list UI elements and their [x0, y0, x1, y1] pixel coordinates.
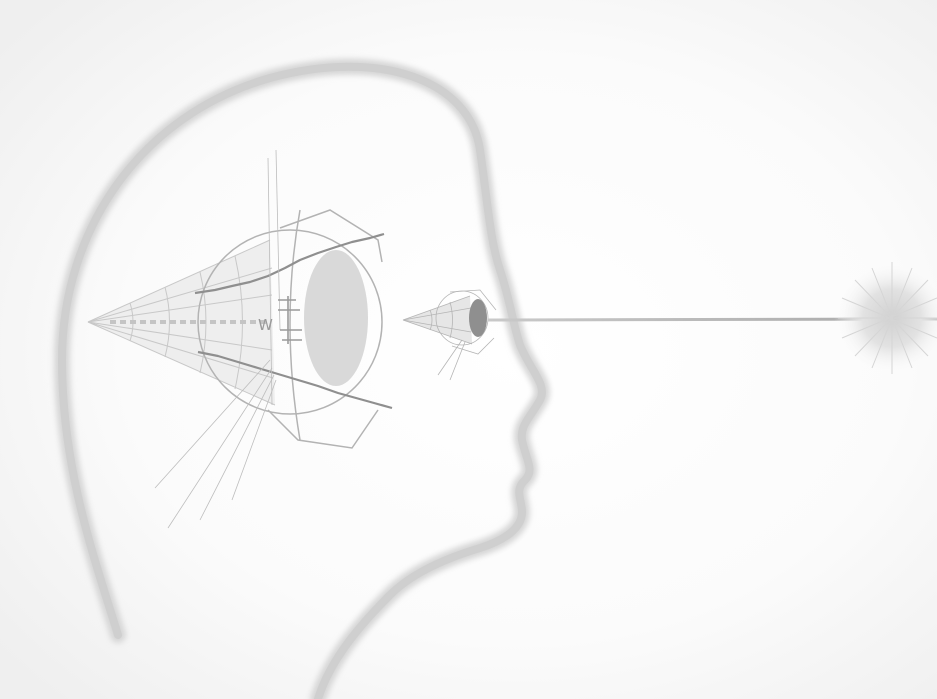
retina-label: W [258, 316, 273, 334]
enlarged-lens [304, 250, 368, 386]
small-eye-lens [469, 299, 487, 337]
